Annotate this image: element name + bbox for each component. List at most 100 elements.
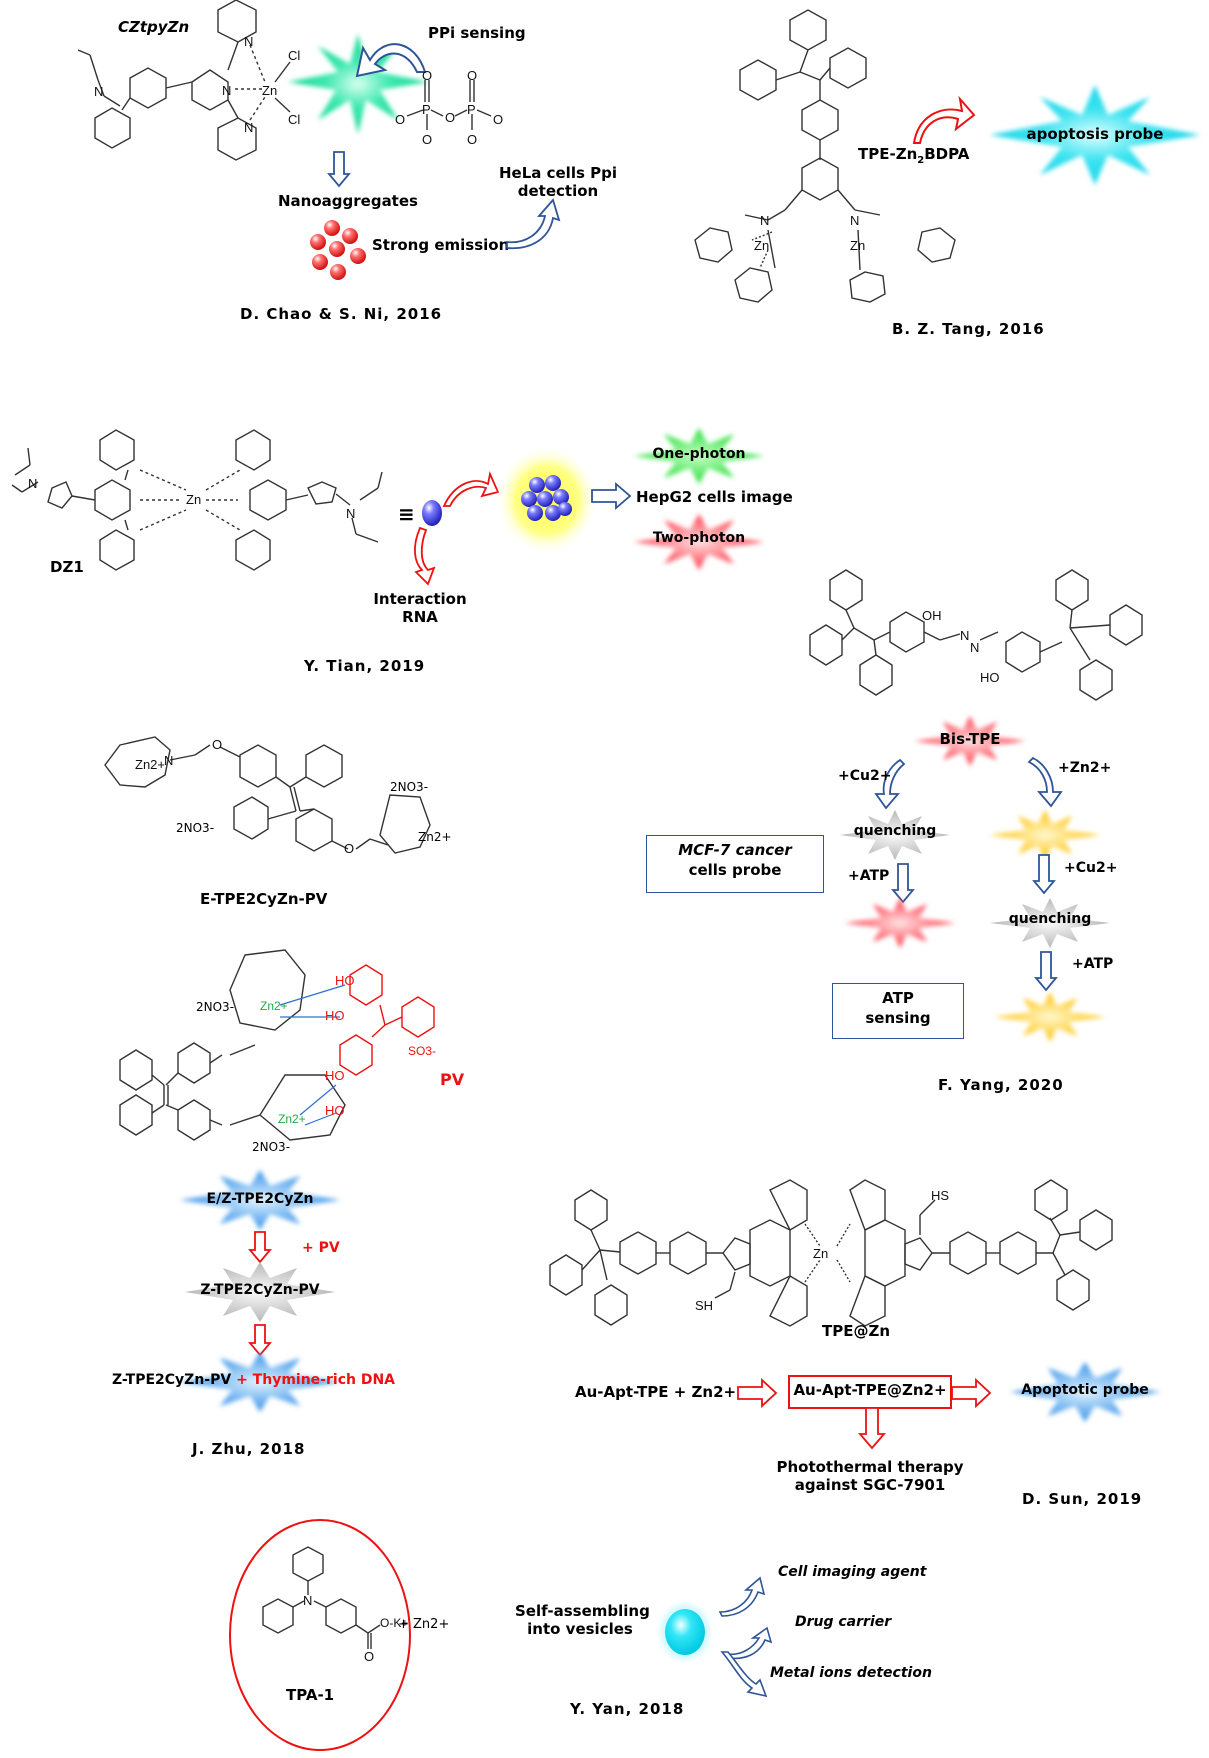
atom-n: N bbox=[244, 120, 253, 135]
atom-o: O bbox=[364, 1649, 374, 1664]
star-shape bbox=[1010, 1362, 1160, 1422]
citation-chao: D. Chao & S. Ni, 2016 bbox=[240, 305, 443, 323]
output-cell-imaging: Cell imaging agent bbox=[778, 1564, 927, 1580]
step3-label: Z-TPE2CyZn-PV + Thymine-rich DNA bbox=[112, 1372, 395, 1388]
step3-additive: + Thymine-rich DNA bbox=[236, 1372, 395, 1388]
atom-n: N bbox=[303, 1593, 312, 1608]
two-photon-label: Two-photon bbox=[652, 530, 746, 546]
atom-ho: HO bbox=[325, 1008, 345, 1023]
citation-yan: Y. Yan, 2018 bbox=[570, 1700, 685, 1718]
apoptosis-probe-label: apoptosis probe bbox=[1026, 125, 1164, 143]
atom-zn: Zn bbox=[754, 238, 769, 253]
compound-label-e-tpe2cyzn-pv: E-TPE2CyZn-PV bbox=[200, 890, 328, 908]
glow-star-gray bbox=[840, 810, 950, 860]
atp-sensing-box: ATP sensing bbox=[832, 983, 964, 1039]
equivalence-symbol: ≡ bbox=[398, 502, 415, 526]
atom-p: P bbox=[467, 102, 476, 117]
atom-cl: Cl bbox=[288, 112, 300, 127]
zn-text: +Zn2+ bbox=[1058, 760, 1112, 776]
nitrate-label: 2NO3- bbox=[176, 821, 215, 835]
star-shape bbox=[840, 810, 950, 860]
down-arrow-blue bbox=[1032, 854, 1056, 895]
glow-star-red bbox=[845, 898, 955, 948]
atom-p: P bbox=[422, 102, 431, 117]
atom-n: N bbox=[760, 213, 769, 228]
atp-box-line1: ATP bbox=[882, 989, 914, 1007]
cu-label-left: +Cu2+ bbox=[838, 768, 891, 784]
atom-carboxylate: O-K+ bbox=[380, 1616, 408, 1630]
down-arrow-red bbox=[248, 1324, 272, 1357]
nanoparticle-cluster-yellow-halo bbox=[495, 445, 599, 555]
atom-o: O bbox=[493, 112, 503, 127]
atom-ho: HO bbox=[980, 670, 1000, 685]
strong-emission-label: Strong emission bbox=[372, 236, 510, 254]
interaction-rna-label: Interaction RNA bbox=[370, 590, 470, 626]
red-enclosing-circle bbox=[229, 1519, 411, 1751]
tpe-zn2bdpa-structure: N N Zn Zn bbox=[694, 9, 956, 303]
curved-arrow-blue bbox=[718, 1576, 766, 1617]
atom-n: N bbox=[960, 628, 969, 643]
atom-o: O bbox=[212, 737, 222, 752]
star-shape bbox=[995, 992, 1105, 1042]
atom-n: N bbox=[94, 84, 103, 99]
star-shape bbox=[990, 898, 1110, 948]
star-shape bbox=[185, 1262, 335, 1322]
output-drug-carrier: Drug carrier bbox=[795, 1614, 892, 1630]
star-shape bbox=[990, 85, 1200, 185]
right-arrow-red bbox=[951, 1377, 992, 1409]
glow-star-gray bbox=[990, 898, 1110, 948]
tpa-1-structure: N O O-K+ bbox=[262, 1546, 408, 1664]
glow-star-blue bbox=[1010, 1362, 1160, 1422]
down-arrow-blue bbox=[1034, 951, 1058, 992]
atom-n: N bbox=[164, 753, 173, 768]
atom-zn: Zn2+ bbox=[278, 1112, 306, 1126]
atom-o: O bbox=[422, 68, 432, 83]
one-photon-label: One-photon bbox=[652, 446, 746, 462]
atom-zn: Zn2+ bbox=[135, 757, 165, 772]
atom-o: O bbox=[467, 68, 477, 83]
therapy-line1: Photothermal therapy bbox=[776, 1458, 964, 1476]
atom-oh: OH bbox=[922, 608, 942, 623]
atom-sh: SH bbox=[695, 1298, 713, 1313]
star-shape bbox=[180, 1352, 340, 1412]
curved-arrow-blue-left bbox=[874, 758, 906, 810]
atom-o: O bbox=[467, 132, 477, 147]
cyan-vesicle-sphere bbox=[660, 1604, 710, 1660]
hela-detection-label: HeLa cells Ppi detection bbox=[498, 164, 618, 200]
therapy-line2: against SGC-7901 bbox=[794, 1476, 946, 1494]
atp-label-left: +ATP bbox=[848, 868, 890, 884]
star-shape bbox=[915, 716, 1025, 766]
down-arrow-red bbox=[858, 1407, 886, 1450]
glow-star-red bbox=[915, 716, 1025, 766]
right-arrow-blue bbox=[591, 482, 632, 510]
nitrate-label: 2NO3- bbox=[196, 1000, 235, 1014]
hela-line1: HeLa cells Ppi bbox=[498, 164, 617, 182]
down-arrow-blue bbox=[327, 151, 351, 188]
reactant-label: Au-Apt-TPE + Zn2+ bbox=[575, 1383, 737, 1401]
nanoaggregates-label: Nanoaggregates bbox=[278, 192, 418, 210]
curved-arrow-red-down bbox=[414, 526, 436, 586]
red-nanoparticles bbox=[310, 220, 366, 280]
curved-arrow-blue bbox=[506, 198, 561, 250]
ppi-sensing-label: PPi sensing bbox=[428, 24, 526, 42]
step2-label: Z-TPE2CyZn-PV bbox=[200, 1282, 320, 1298]
tpe-at-zn-structure: Zn HS SH bbox=[549, 1179, 1113, 1327]
atom-n: N bbox=[346, 506, 355, 521]
glow-star-yellow bbox=[995, 992, 1105, 1042]
atom-n: N bbox=[28, 476, 37, 491]
atom-n: N bbox=[970, 640, 979, 655]
citation-yang: F. Yang, 2020 bbox=[938, 1076, 1064, 1094]
nitrate-label: 2NO3- bbox=[390, 780, 429, 794]
atom-o: O bbox=[395, 112, 405, 127]
curved-arrow-blue bbox=[720, 1651, 768, 1698]
compound-label-tpa-1: TPA-1 bbox=[286, 1686, 335, 1704]
pyrophosphate-structure: O O P P O O O O O bbox=[395, 68, 503, 147]
atom-zn: Zn bbox=[262, 83, 277, 98]
glow-star-red bbox=[634, 514, 764, 570]
apoptotic-probe-label: Apoptotic probe bbox=[1021, 1382, 1149, 1398]
glow-star-blue bbox=[180, 1352, 340, 1412]
down-arrow-red bbox=[248, 1231, 272, 1264]
star-shape bbox=[634, 428, 764, 484]
atom-o: O bbox=[344, 841, 354, 856]
star-shape bbox=[634, 514, 764, 570]
